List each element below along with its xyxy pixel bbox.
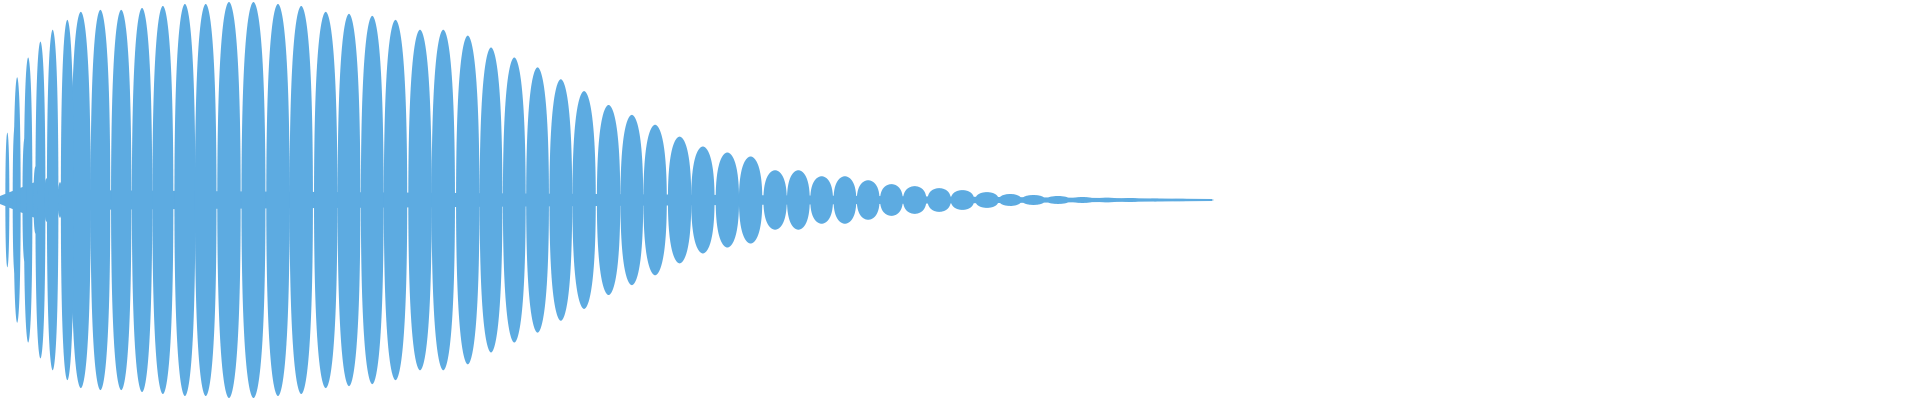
waveform-lobe bbox=[1095, 197, 1119, 203]
waveform-lobe bbox=[46, 29, 59, 371]
waveform-onset-spike bbox=[44, 178, 49, 222]
waveform-lobe bbox=[667, 136, 692, 264]
waveform-lobe bbox=[408, 29, 432, 371]
waveform-lobe bbox=[337, 13, 361, 387]
waveform-onset-spike bbox=[58, 182, 63, 218]
waveform-lobe bbox=[1045, 196, 1070, 204]
waveform-lobe bbox=[833, 176, 857, 224]
waveform-lobe bbox=[998, 194, 1022, 206]
waveform-lobe bbox=[596, 104, 621, 296]
waveform-lobe bbox=[526, 67, 549, 333]
waveform-lobe bbox=[35, 41, 46, 359]
waveform-lobe bbox=[691, 146, 715, 254]
waveform-lobe bbox=[314, 11, 338, 389]
waveform-lobe bbox=[456, 35, 480, 365]
waveform-lobe bbox=[360, 15, 384, 385]
waveform-lobe bbox=[70, 11, 91, 389]
waveform-lobe bbox=[1070, 197, 1095, 203]
waveform-lobe bbox=[1191, 199, 1214, 201]
waveform-lobe bbox=[880, 184, 903, 216]
waveform-lobe bbox=[152, 5, 174, 395]
waveform-lobe bbox=[111, 9, 132, 391]
waveform-lobe bbox=[950, 190, 975, 210]
waveform-lobe bbox=[620, 114, 644, 286]
waveform-lobe bbox=[975, 192, 999, 208]
waveform-lobe bbox=[856, 180, 880, 220]
waveform-lobe bbox=[1142, 198, 1167, 202]
waveform-onset-spike bbox=[22, 138, 27, 262]
waveform-lobe bbox=[289, 5, 313, 395]
waveform-lobe bbox=[23, 57, 33, 343]
waveform-lobe bbox=[763, 170, 787, 230]
waveform-lobe bbox=[549, 79, 573, 321]
waveform-lobe bbox=[174, 3, 196, 397]
waveform-lobe bbox=[1021, 195, 1046, 205]
waveform-lobe bbox=[241, 2, 266, 398]
waveform-lobe bbox=[572, 91, 596, 309]
waveform-lobe bbox=[927, 188, 951, 212]
waveform-lobe bbox=[60, 19, 74, 381]
waveform-onset-spike bbox=[5, 132, 10, 268]
waveform-onset-spike bbox=[12, 126, 17, 274]
waveform-onset-spike bbox=[33, 166, 38, 234]
waveform-lobe bbox=[131, 7, 153, 393]
waveform-lobe bbox=[786, 170, 810, 230]
waveform-lobe bbox=[738, 156, 763, 244]
waveform-lobe bbox=[810, 176, 834, 224]
waveform-lobe bbox=[479, 47, 503, 353]
waveform-lobe bbox=[1118, 198, 1142, 202]
waveform-lobe bbox=[217, 2, 241, 398]
waveform-lobe bbox=[903, 186, 927, 214]
waveform-lobe bbox=[194, 3, 217, 397]
waveform-lobe bbox=[431, 29, 455, 371]
waveform-lobe bbox=[643, 124, 667, 276]
waveform-lobe bbox=[502, 57, 526, 343]
waveform-lobe bbox=[1167, 198, 1191, 202]
waveform-lobe bbox=[383, 19, 408, 381]
waveform-lobe bbox=[715, 152, 740, 248]
waveform-lobe bbox=[90, 9, 111, 391]
waveform-lobe bbox=[266, 3, 290, 397]
